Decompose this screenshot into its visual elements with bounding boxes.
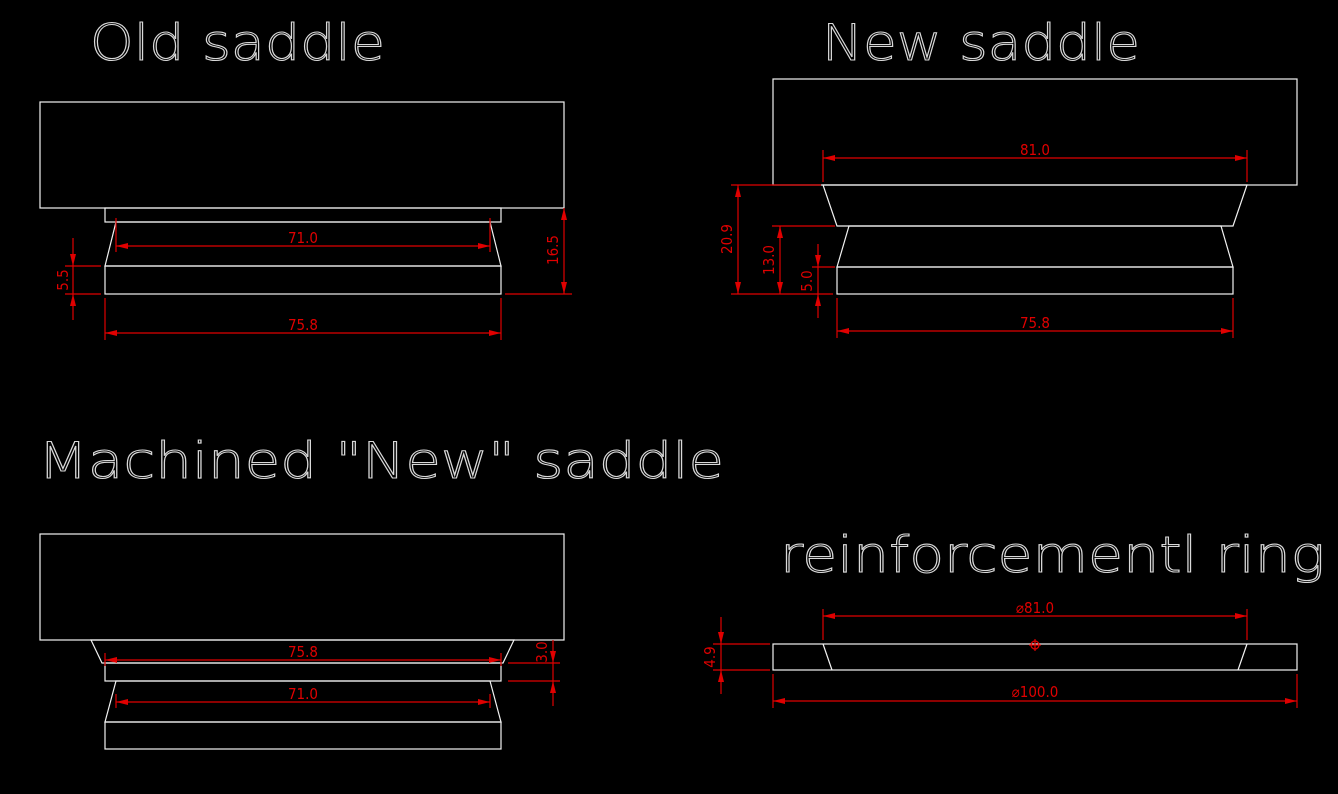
ring-dim-81-label: ⌀81.0	[1016, 599, 1054, 617]
new-saddle-drawing: 81.0 75.8 20.9 13.0	[718, 78, 1298, 338]
old-dim-71-label: 71.0	[288, 229, 318, 247]
machined-saddle-plate	[104, 662, 502, 682]
new-dim-5: 5.0	[798, 244, 835, 318]
old-saddle-body	[39, 101, 565, 209]
old-dim-16-5: 16.5	[505, 208, 572, 295]
new-saddle-body	[772, 78, 1298, 186]
ring-dim-81: ⌀81.0	[822, 599, 1248, 640]
old-dim-5-5: 5.5	[54, 238, 101, 320]
machined-dim-3: 3.0	[508, 640, 560, 706]
title-machined-saddle: Machined "New" saddle	[38, 432, 724, 490]
ring-inner-edge-left	[822, 643, 833, 671]
new-dim-20-9: 20.9	[718, 184, 833, 295]
old-dim-75-8-label: 75.8	[288, 316, 318, 334]
machined-saddle-base	[104, 721, 502, 750]
new-dim-5-label: 5.0	[798, 270, 816, 291]
machined-dim-71: 71.0	[115, 685, 491, 708]
old-dim-71: 71.0	[115, 218, 491, 252]
new-saddle-upper-taper	[822, 184, 1248, 227]
ring-inner-edge-right	[1237, 643, 1248, 671]
ring-dim-4-9-label: 4.9	[701, 646, 719, 667]
new-dim-20-9-label: 20.9	[718, 224, 736, 254]
ring-dim-4-9: 4.9	[701, 617, 770, 694]
machined-dim-3-label: 3.0	[533, 641, 551, 662]
old-dim-5-5-label: 5.5	[54, 269, 72, 290]
old-saddle-drawing: 71.0 75.8 5.5 16.5	[39, 101, 572, 340]
new-dim-75-8-label: 75.8	[1020, 314, 1050, 332]
new-dim-81: 81.0	[822, 141, 1248, 182]
new-saddle-lower-taper	[836, 225, 1234, 268]
ring-drawing: ⌀81.0 ⌀100.0 4.9	[701, 599, 1298, 708]
title-new-saddle: New saddle	[822, 14, 1140, 72]
machined-dim-75-8: 75.8	[104, 643, 502, 666]
title-reinforcement-ring: reinforcementl ring	[780, 526, 1325, 584]
new-dim-81-label: 81.0	[1020, 141, 1050, 159]
machined-dim-71-label: 71.0	[288, 685, 318, 703]
new-dim-13: 13.0	[760, 225, 835, 294]
old-saddle-plate	[104, 207, 502, 223]
new-dim-13-label: 13.0	[760, 245, 778, 275]
machined-saddle-drawing: 75.8 71.0 3.0	[39, 533, 565, 750]
ring-dim-100: ⌀100.0	[772, 674, 1298, 708]
machined-dim-75-8-label: 75.8	[288, 643, 318, 661]
title-old-saddle: Old saddle	[90, 14, 385, 72]
machined-saddle-upper-taper	[90, 639, 515, 664]
machined-saddle-body	[39, 533, 565, 641]
old-dim-75-8: 75.8	[104, 298, 502, 340]
ring-center-mark	[1029, 639, 1041, 651]
old-saddle-base	[104, 265, 502, 295]
new-dim-75-8: 75.8	[836, 298, 1234, 338]
new-saddle-base	[836, 266, 1234, 295]
ring-dim-100-label: ⌀100.0	[1012, 683, 1059, 701]
old-dim-16-5-label: 16.5	[544, 235, 562, 265]
